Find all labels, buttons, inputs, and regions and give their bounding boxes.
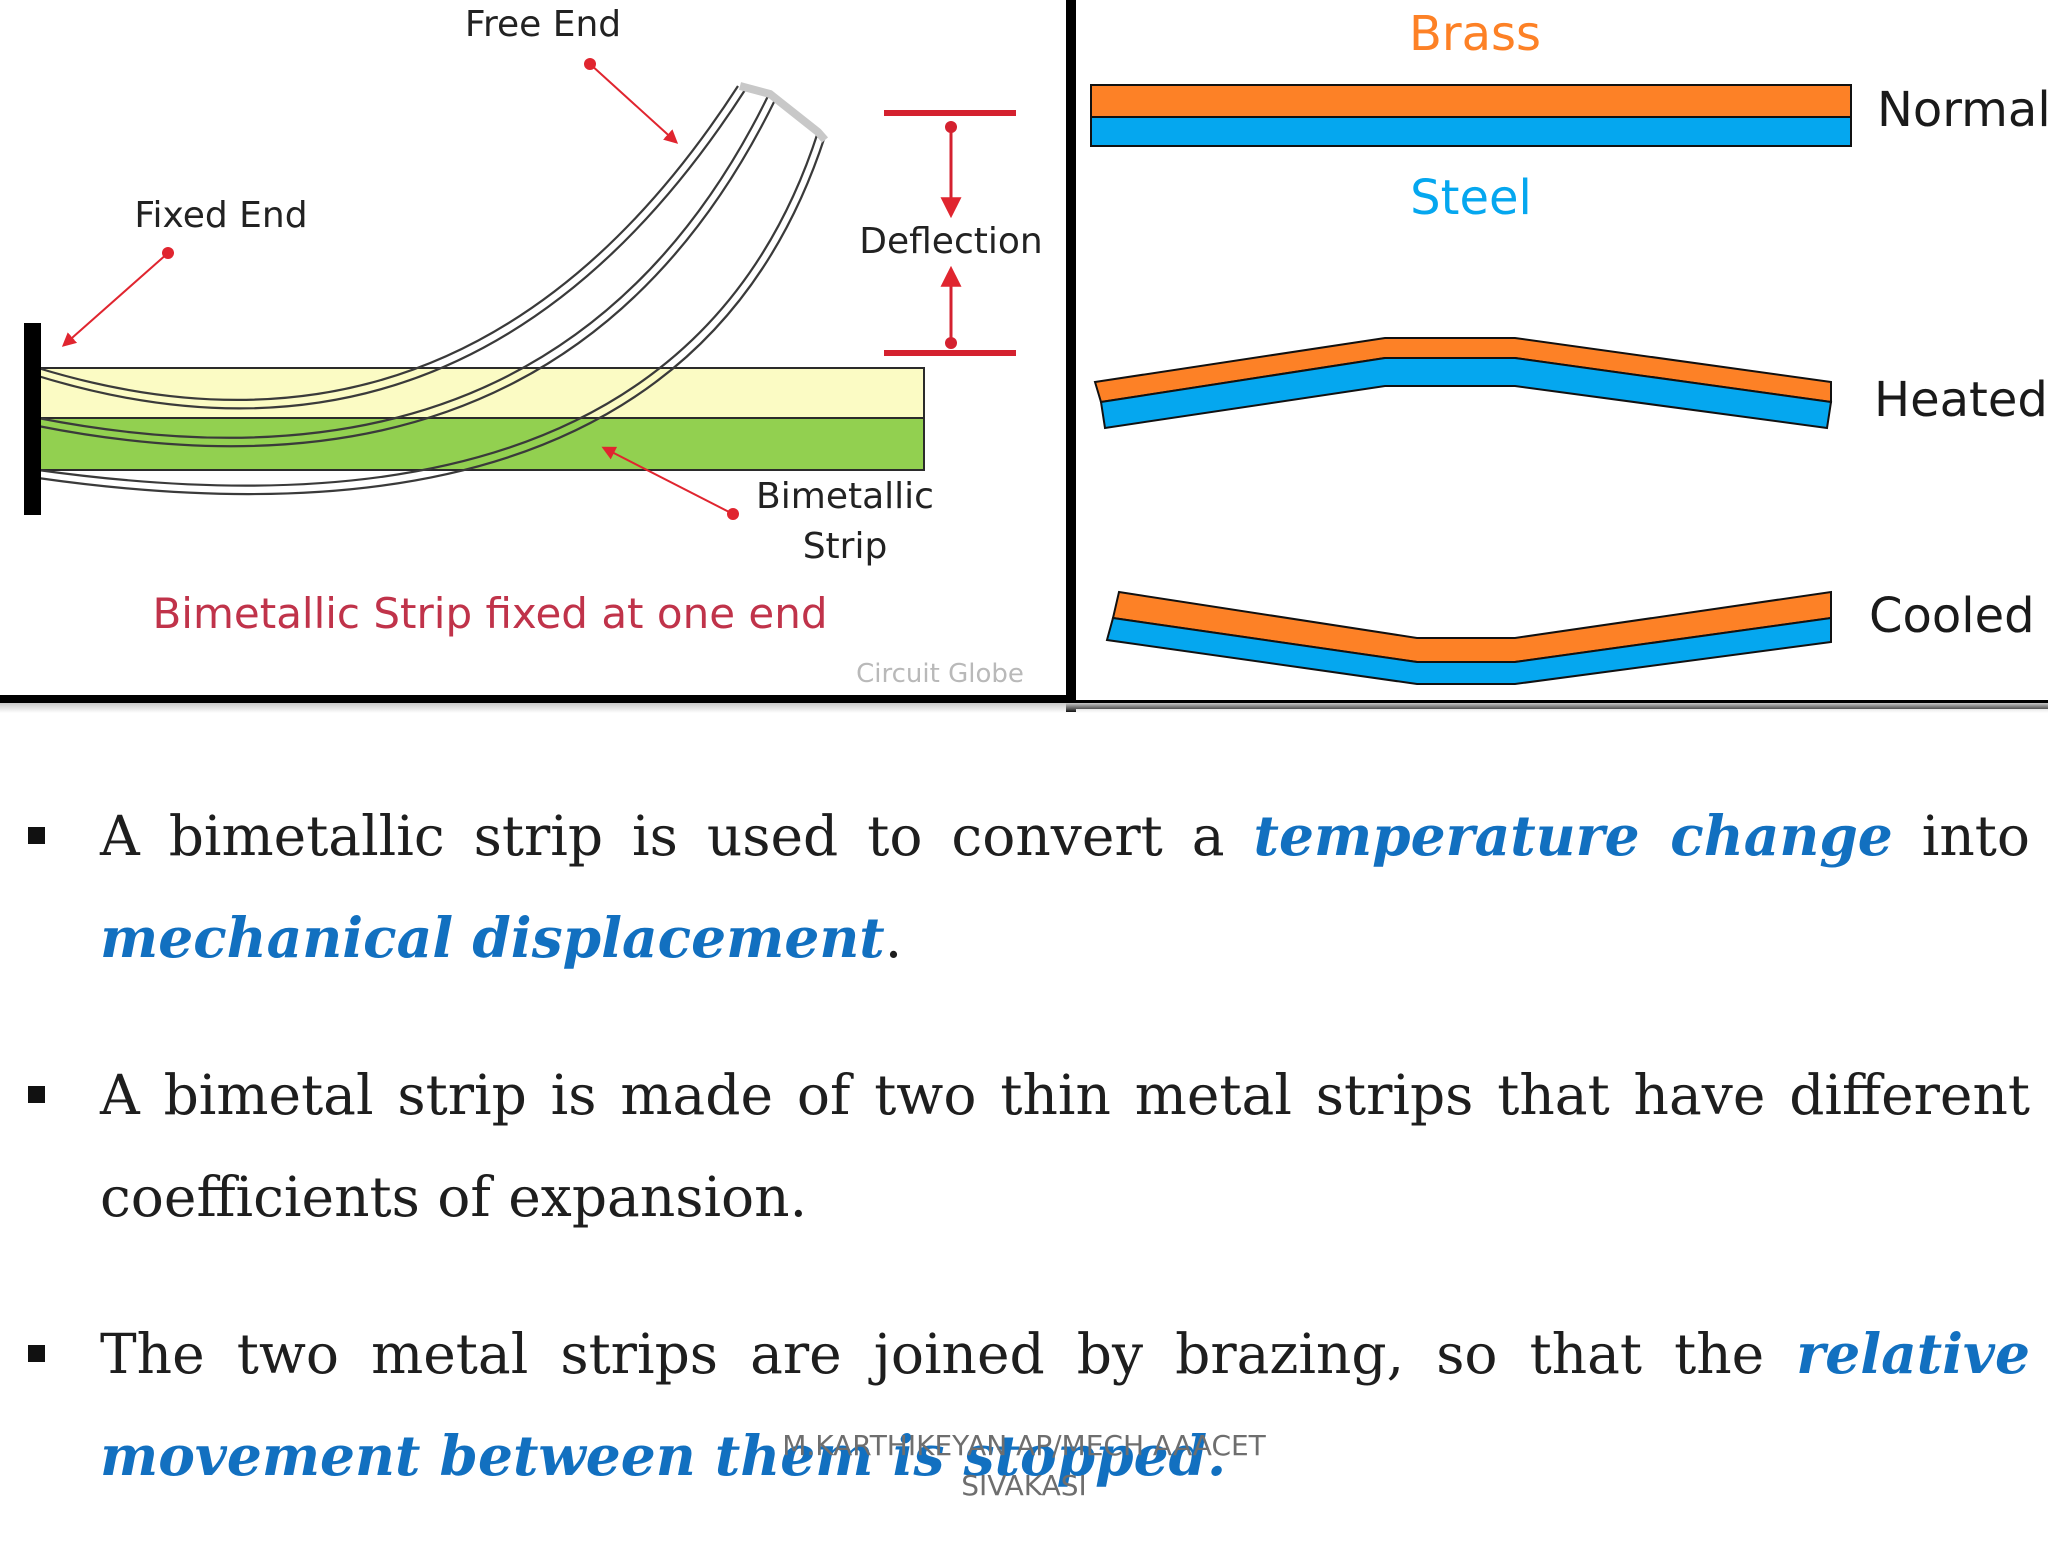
bullet-item-3: The two metal strips are joined by brazi… <box>20 1303 2030 1507</box>
slide-footer: M.KARTHIKEYAN AP/MECH AAACET SIVAKASI <box>724 1426 1324 1506</box>
heated-strip <box>1093 337 1833 430</box>
strip-label-line2: Strip <box>803 526 888 567</box>
bullet-list: A bimetallic strip is used to convert a … <box>20 730 2030 1562</box>
heated-label: Heated <box>1874 372 2048 428</box>
deflection-label: Deflection <box>859 221 1042 262</box>
free-end-label: Free End <box>465 4 621 45</box>
footer-line-1: M.KARTHIKEYAN AP/MECH AAACET <box>782 1429 1266 1462</box>
fixed-wall <box>24 323 41 515</box>
square-bullet-icon <box>28 827 45 844</box>
steel-label: Steel <box>1410 170 1532 226</box>
cooled-strip <box>1105 590 1832 685</box>
states-figure: Brass Steel Normal Heated Cooled <box>1090 6 2048 685</box>
square-bullet-icon <box>28 1086 45 1103</box>
strip-top-layer <box>37 367 925 419</box>
diagram-caption: Bimetallic Strip fixed at one end <box>152 589 827 638</box>
brass-label: Brass <box>1409 6 1541 62</box>
deflected-strip <box>37 85 827 496</box>
fixed-end-label: Fixed End <box>134 195 307 236</box>
normal-label: Normal <box>1877 82 2048 138</box>
free-end-cap <box>738 82 829 143</box>
square-bullet-icon <box>28 1345 45 1362</box>
deflection-indicator <box>884 110 1016 356</box>
bullet-item-2: A bimetal strip is made of two thin meta… <box>20 1044 2030 1248</box>
fixed-strip-figure: Free End Fixed End Deflection Bimetallic… <box>24 4 1043 689</box>
highlight-temperature-change: temperature change <box>1253 803 1893 868</box>
footer-line-2: SIVAKASI <box>961 1469 1087 1502</box>
highlight-mechanical-displacement: mechanical displacement <box>100 905 885 970</box>
highlight-relative-movement: relative movement between them is stoppe… <box>100 1321 2030 1488</box>
strip-label-line1: Bimetallic <box>756 476 934 517</box>
pointer-arrows <box>61 58 739 520</box>
bimetallic-strip-fixed-diagram: Free End Fixed End Deflection Bimetallic… <box>0 0 1071 705</box>
panel-divider-vertical <box>1066 0 1076 712</box>
left-panel-border <box>0 695 1068 703</box>
brass-steel-states-diagram: Brass Steel Normal Heated Cooled <box>1071 0 2048 705</box>
normal-strip <box>1090 84 1852 147</box>
divider-shadow <box>0 703 2048 713</box>
bullet-item-1: A bimetallic strip is used to convert a … <box>20 785 2030 989</box>
cooled-label: Cooled <box>1869 588 2035 644</box>
watermark: Circuit Globe <box>856 659 1024 689</box>
